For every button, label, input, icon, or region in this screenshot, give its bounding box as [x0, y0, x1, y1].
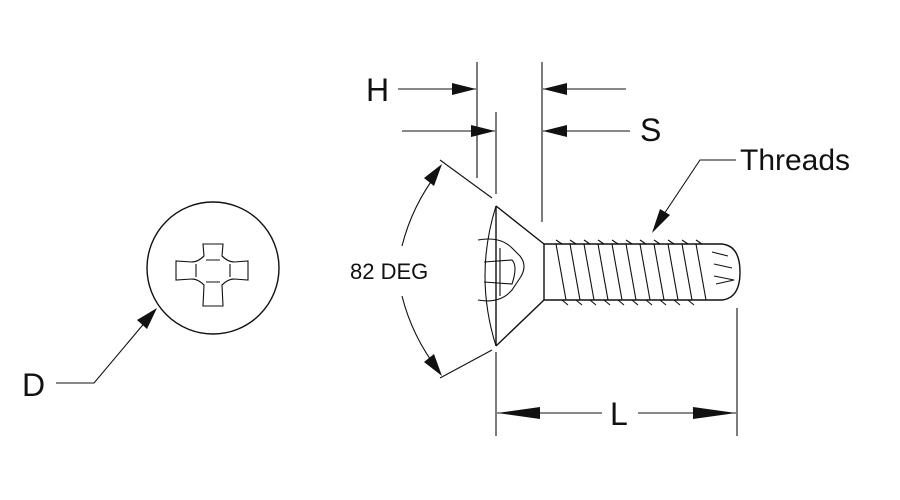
- screw-side-view: [477, 205, 741, 347]
- screw-shank: [543, 243, 741, 301]
- screw-head: [495, 205, 545, 347]
- l-label: L: [610, 396, 628, 432]
- h-dimension: H: [366, 62, 497, 194]
- head-outline: [146, 201, 280, 335]
- d-dimension: D: [22, 308, 157, 403]
- angle-label: 82 DEG: [350, 259, 428, 284]
- thread-lines: [555, 239, 735, 306]
- phillips-recess-icon: [175, 243, 249, 307]
- h-arrow-top: [452, 83, 476, 95]
- s-dimension: S: [541, 62, 661, 222]
- angle-arrow-bottom: [424, 354, 442, 376]
- threads-label: Threads: [740, 144, 850, 177]
- l-arrow-right: [693, 407, 736, 419]
- threads-callout: Threads: [652, 144, 850, 233]
- angle-dimension: 82 DEG: [350, 159, 493, 379]
- s-arrow-top: [543, 83, 567, 95]
- threads-arrow: [652, 209, 670, 233]
- angle-arrow-top: [424, 164, 442, 186]
- d-leader-line: [56, 313, 153, 384]
- h-arrow-bottom: [471, 125, 495, 137]
- s-label: S: [640, 112, 661, 148]
- d-label: D: [22, 367, 45, 403]
- s-arrow-bottom: [543, 125, 567, 137]
- d-arrow: [137, 308, 157, 329]
- l-arrow-left: [497, 407, 540, 419]
- l-dimension: L: [495, 308, 738, 436]
- h-label: H: [366, 72, 389, 108]
- head-recess: [477, 238, 525, 302]
- head-top-view: [146, 201, 280, 335]
